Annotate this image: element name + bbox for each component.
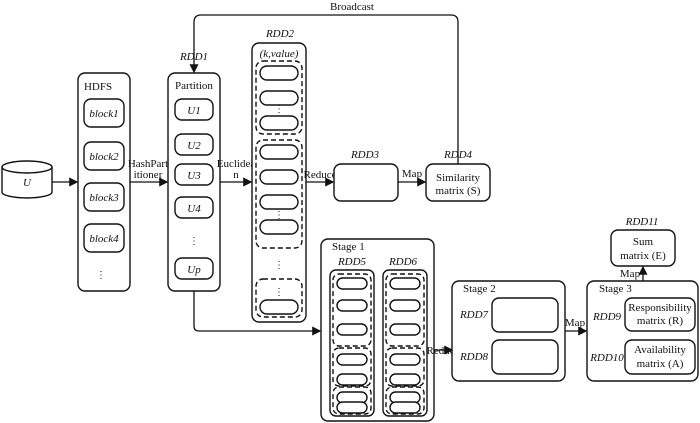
hashpartitioner-label: HashPart: [128, 158, 168, 170]
hdfs-block: [83, 141, 125, 171]
rdd6-label: RDD6: [388, 256, 418, 268]
similarity-matrix-box: [425, 163, 491, 202]
source-label: U: [23, 177, 32, 189]
responsibility-line1: Responsibility: [628, 302, 692, 314]
rdd10-label: RDD10: [589, 352, 624, 364]
rdd8-label: RDD8: [459, 351, 489, 363]
rdd3-box: [333, 163, 399, 202]
rdd7-box: [491, 297, 559, 333]
block-label: block4: [89, 233, 119, 245]
broadcast-edge: [189, 14, 459, 165]
partition-u1: U1: [187, 105, 200, 117]
partition-group: [332, 347, 372, 387]
partition-group: [332, 386, 372, 415]
kv-pair: [336, 277, 368, 290]
partition-group: [332, 273, 372, 347]
kv-pair: [259, 169, 299, 185]
block-label: block3: [89, 192, 119, 204]
kv-pair: [336, 323, 368, 336]
kv-pair: [259, 90, 299, 106]
map-label-2: Map: [565, 317, 586, 329]
kv-pair: [389, 373, 421, 386]
hdfs-block: [83, 182, 125, 212]
partition-title: Partition: [175, 80, 213, 92]
stage2-container: Stage 2 RDD7 RDD8: [451, 280, 566, 382]
block-label: block1: [89, 108, 118, 120]
euclidean-label: Euclidea: [217, 158, 256, 170]
euclidean-label-2: n: [233, 169, 239, 181]
block-label: block2: [89, 151, 119, 163]
ellipsis: ⋮: [274, 287, 284, 298]
stage3-title: Stage 3: [599, 283, 632, 295]
partition-u2: U2: [187, 140, 201, 152]
partition-ellipsis: ⋮: [189, 236, 199, 247]
hdfs-ellipsis: ⋮: [96, 270, 106, 281]
rdd2-label: RDD2: [265, 28, 295, 40]
ellipsis: ⋮: [274, 104, 284, 115]
kv-pair: [259, 144, 299, 160]
hdfs-block: [83, 223, 125, 253]
partition-u3: U3: [187, 170, 201, 182]
rdd1-partition-container: Partition U1 U2 U3 U4 ⋮ Up: [167, 72, 221, 292]
kv-pair: [389, 299, 421, 312]
kv-pair: [259, 219, 299, 235]
map-label-1: Map: [402, 168, 423, 180]
availability-line1: Availability: [634, 344, 686, 356]
kv-pair: [336, 353, 368, 366]
rdd2-header: (k,value): [260, 48, 299, 60]
kv-pair: [259, 65, 299, 81]
stage2-title: Stage 2: [463, 283, 496, 295]
kv-pair: [336, 299, 368, 312]
rdd2-container: (k,value) ⋮ ⋮ ⋮ ⋮: [251, 42, 307, 323]
availability-matrix-box: [624, 339, 696, 375]
kv-pair: [259, 194, 299, 210]
hdfs-title: HDFS: [84, 81, 112, 93]
hdfs-container: HDFS block1 block2 block3 block4 ⋮: [77, 72, 131, 292]
sum-line2: matrix (E): [620, 250, 666, 262]
stage3-container: Stage 3 RDD9 Responsibility matrix (R) R…: [586, 280, 699, 382]
reduce-label-1: Reduce: [304, 169, 337, 181]
rdd3-label: RDD3: [350, 149, 380, 161]
partition-group: [385, 386, 425, 415]
responsibility-line2: matrix (R): [637, 315, 683, 327]
partition-up: Up: [187, 264, 201, 276]
rdd4-label: RDD4: [443, 149, 473, 161]
kv-pair: [389, 323, 421, 336]
kv-pair: [259, 115, 299, 131]
responsibility-matrix-box: [624, 297, 696, 332]
rdd7-label: RDD7: [459, 309, 489, 321]
partition-u4: U4: [187, 203, 201, 215]
kv-pair: [336, 373, 368, 386]
kv-pair: [389, 401, 421, 414]
rdd9-label: RDD9: [592, 311, 622, 323]
broadcast-label: Broadcast: [330, 1, 374, 13]
stage1-title: Stage 1: [332, 241, 365, 253]
hashpartitioner-label-2: itioner: [134, 169, 163, 181]
ellipsis: ⋮: [274, 210, 284, 221]
kv-pair: [259, 299, 299, 315]
availability-line2: matrix (A): [637, 358, 684, 370]
rdd2-ellipsis: ⋮: [274, 260, 284, 271]
kv-pair: [336, 401, 368, 414]
edge-partition-stage1: [193, 291, 322, 336]
hdfs-block: [83, 98, 125, 128]
similarity-line1: Similarity: [436, 172, 481, 184]
data-source-cylinder: U: [1, 160, 53, 199]
rdd11-label: RDD11: [625, 216, 659, 228]
kv-pair: [389, 277, 421, 290]
rdd5-label: RDD5: [337, 256, 367, 268]
similarity-line2: matrix (S): [436, 185, 481, 197]
stage1-container: Stage 1 RDD5 RDD6: [320, 238, 435, 422]
map-label-3: Map: [620, 268, 641, 280]
rdd1-label: RDD1: [179, 51, 208, 63]
sum-line1: Sum: [633, 236, 654, 248]
kv-pair: [389, 353, 421, 366]
sum-matrix-box: [610, 229, 676, 267]
partition-group: [385, 347, 425, 387]
partition-group: [385, 273, 425, 347]
rdd8-box: [491, 339, 559, 375]
